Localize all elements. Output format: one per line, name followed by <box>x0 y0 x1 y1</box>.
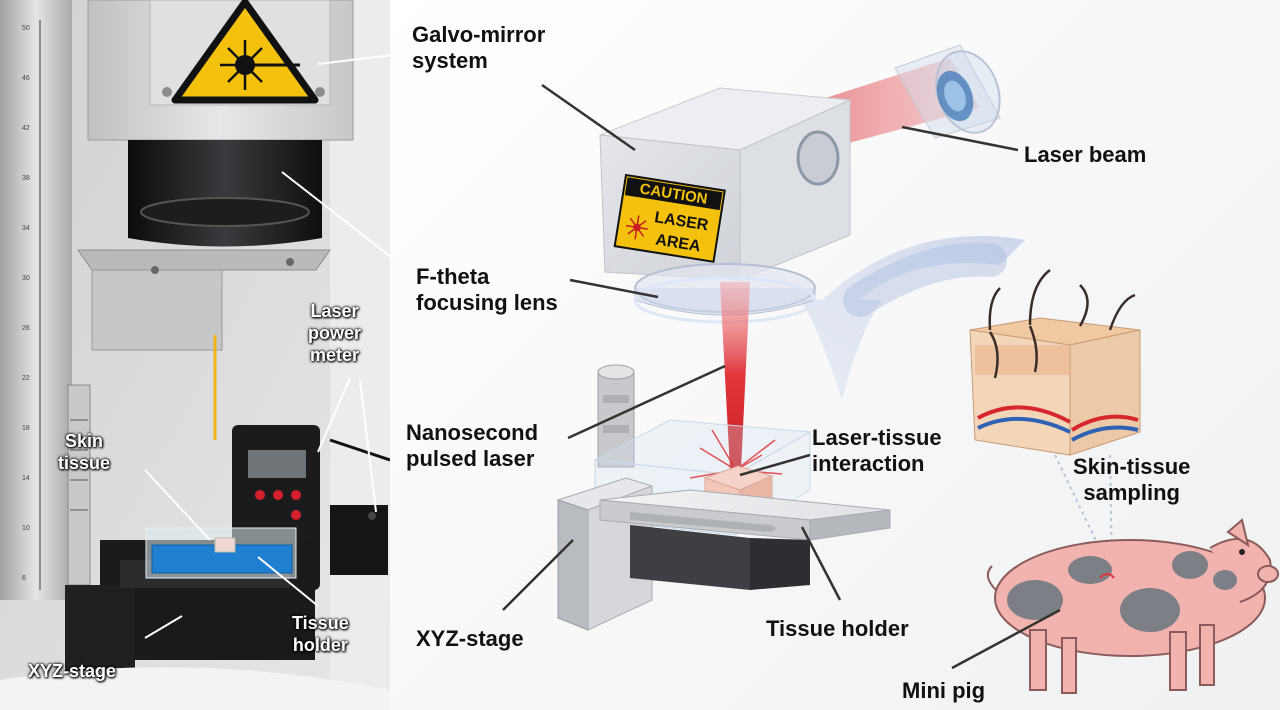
svg-text:42: 42 <box>22 125 30 132</box>
sampling-flow-arrow <box>800 236 1025 400</box>
svg-text:26: 26 <box>22 325 30 332</box>
pig-spot <box>1172 551 1208 579</box>
pig-spot <box>1120 588 1180 632</box>
label-laser-power-meter: Laser power meter <box>308 301 362 365</box>
svg-text:38: 38 <box>22 175 30 182</box>
laser-hazard-icon <box>171 0 319 104</box>
beam-collimator <box>894 44 1001 139</box>
label-xyz-stage-photo: XYZ-stage <box>28 661 117 681</box>
laser-starburst-icon <box>625 215 648 240</box>
pig-spot <box>1068 556 1112 584</box>
label-tissue-holder-schematic: Tissue holder <box>766 616 909 641</box>
pig-spot <box>1213 570 1237 590</box>
svg-text:6: 6 <box>22 575 26 582</box>
label-tissue-holder-photo: Tissue holder <box>292 613 349 655</box>
label-skin-tissue-sampling: Skin-tissue sampling <box>1073 454 1191 505</box>
schematic-illustration: CAUTION LASER AREA <box>502 44 1279 694</box>
schematic-diagram: CAUTION LASER AREA <box>390 0 1280 710</box>
label-laser-tissue-interaction: Laser-tissue interaction <box>812 425 942 476</box>
svg-text:46: 46 <box>22 75 30 82</box>
svg-text:18: 18 <box>22 425 30 432</box>
label-xyz-stage-schematic: XYZ-stage <box>416 626 524 651</box>
skin-tissue-sample <box>214 537 236 553</box>
svg-text:14: 14 <box>22 475 30 482</box>
setup-photo: 50 46 42 38 34 30 26 22 18 14 10 6 <box>0 0 390 710</box>
interaction-sparks <box>689 429 783 479</box>
xyz-stage-schematic <box>556 477 891 631</box>
measuring-ruler <box>0 0 72 600</box>
label-skin-tissue-photo: Skin tissue <box>58 431 111 473</box>
svg-text:22: 22 <box>22 375 30 382</box>
svg-text:34: 34 <box>22 225 30 232</box>
focused-laser-beam <box>720 282 750 470</box>
skin-tissue-block <box>969 269 1141 456</box>
svg-text:10: 10 <box>22 525 30 532</box>
micrometer <box>67 384 91 586</box>
f-theta-lens-housing <box>128 140 322 247</box>
pig-spot <box>1007 580 1063 620</box>
caution-area-text: AREA <box>654 232 702 256</box>
label-nanosecond-laser: Nanosecond pulsed laser <box>406 420 539 471</box>
svg-text:30: 30 <box>22 275 30 282</box>
label-laser-beam: Laser beam <box>1024 142 1147 167</box>
label-mini-pig: Mini pig <box>902 678 986 703</box>
mini-pig-illustration <box>986 518 1279 694</box>
svg-text:50: 50 <box>22 25 30 32</box>
caution-sign: CAUTION LASER AREA <box>613 173 726 263</box>
nanosecond-laser-column <box>597 364 635 468</box>
label-f-theta-lens: F-theta focusing lens <box>416 264 558 315</box>
photo-illustration: 50 46 42 38 34 30 26 22 18 14 10 6 <box>0 0 390 710</box>
label-galvo-mirror-system: Galvo-mirror system <box>412 22 546 73</box>
schematic-leader-lines <box>502 83 1061 670</box>
power-meter-sensor <box>330 505 388 575</box>
